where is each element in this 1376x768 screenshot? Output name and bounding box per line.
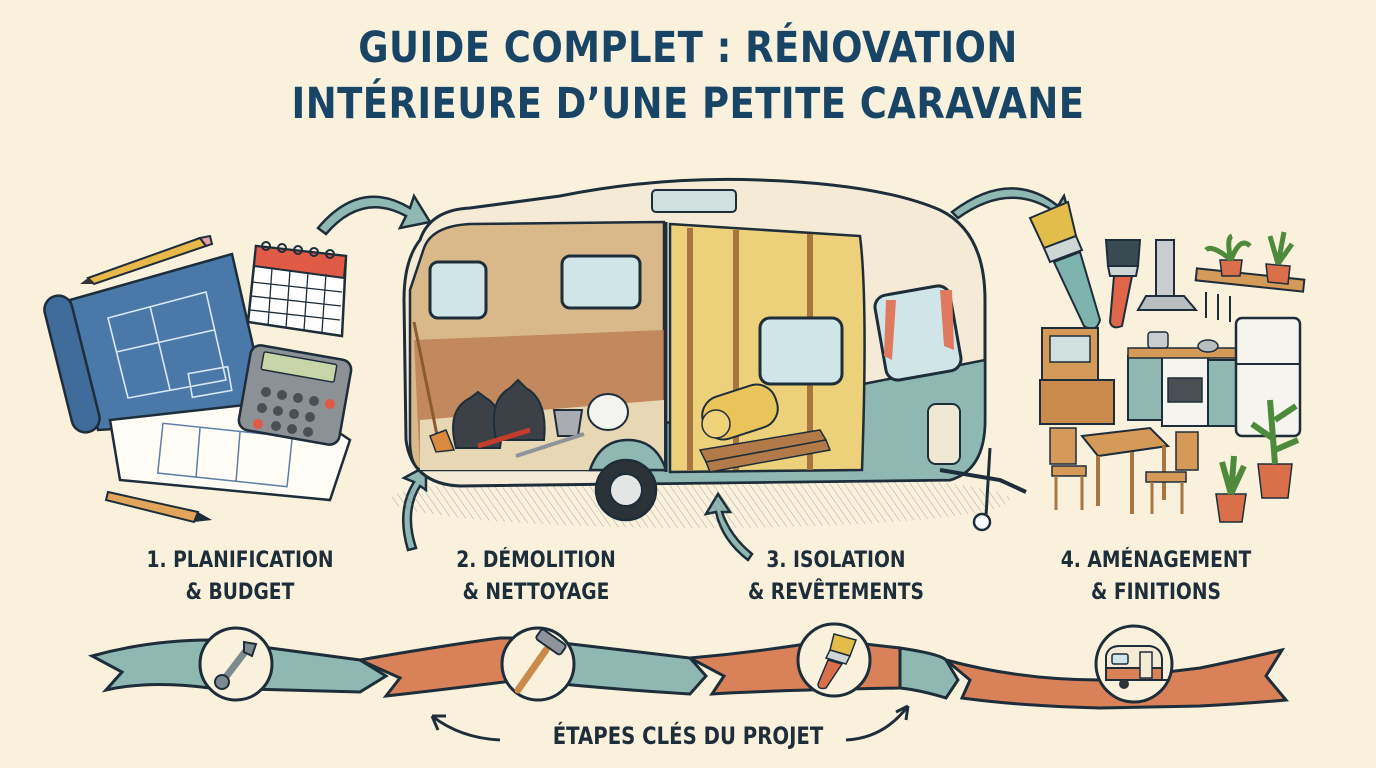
- planning-illustration: [43, 234, 353, 524]
- step-1-label: 1. PLANIFICATION & BUDGET: [121, 545, 359, 609]
- caravan-illustration: [390, 177, 1027, 532]
- wrench-icon: [214, 640, 258, 690]
- potted-plant-icon: [1204, 231, 1295, 285]
- footer-arrows: [430, 704, 910, 742]
- step-2-label: 2. DÉMOLITION & NETTOYAGE: [417, 545, 655, 609]
- title-line-1: GUIDE COMPLET : RÉNOVATION: [358, 23, 1018, 73]
- kitchen-unit-icon: [1127, 331, 1239, 427]
- paint-brush-large-icon: [1028, 200, 1102, 330]
- dining-set-icon: [1049, 426, 1199, 514]
- fridge-icon: [1234, 316, 1302, 438]
- calculator-icon: [237, 344, 353, 446]
- step-3-label: 3. ISOLATION & REVÊTEMENTS: [717, 545, 955, 609]
- step-3-title: 3. ISOLATION: [766, 548, 906, 573]
- arrow-1-to-2: [316, 193, 433, 236]
- timeline-step-2[interactable]: [500, 626, 576, 702]
- timeline-step-4[interactable]: [1094, 624, 1174, 704]
- step-1-title: 1. PLANIFICATION: [146, 548, 334, 573]
- furnishing-illustration: [1028, 200, 1306, 523]
- hutch-cabinet-icon: [1039, 327, 1115, 425]
- caravan-icon: [1105, 645, 1170, 689]
- step-3-subtitle: & REVÊTEMENTS: [747, 580, 925, 605]
- hammer-icon: [514, 628, 567, 694]
- step-1-subtitle: & BUDGET: [185, 580, 295, 605]
- paintbrush-icon: [817, 633, 857, 690]
- step-2-subtitle: & NETTOYAGE: [462, 580, 610, 605]
- step-2-title: 2. DÉMOLITION: [456, 548, 616, 573]
- calendar-icon: [246, 241, 348, 338]
- range-hood-icon: [1136, 239, 1199, 311]
- step-4-title: 4. AMÉNAGEMENT: [1060, 548, 1252, 573]
- step-4-label: 4. AMÉNAGEMENT & FINITIONS: [1037, 545, 1275, 609]
- timeline-step-3[interactable]: [796, 622, 872, 698]
- step-4-subtitle: & FINITIONS: [1091, 580, 1221, 605]
- title-line-2: INTÉRIEURE D’UNE PETITE CARAVANE: [291, 79, 1085, 129]
- pencil-icon: [80, 234, 214, 286]
- timeline-step-1[interactable]: [198, 626, 274, 702]
- paint-brush-small-icon: [1104, 239, 1142, 329]
- timeline-label: ÉTAPES CLÉS DU PROJET: [552, 722, 824, 750]
- floor-plant-icon: [1215, 399, 1300, 523]
- page-title: GUIDE COMPLET : RÉNOVATION INTÉRIEURE D’…: [96, 20, 1279, 132]
- pen-icon: [104, 490, 212, 524]
